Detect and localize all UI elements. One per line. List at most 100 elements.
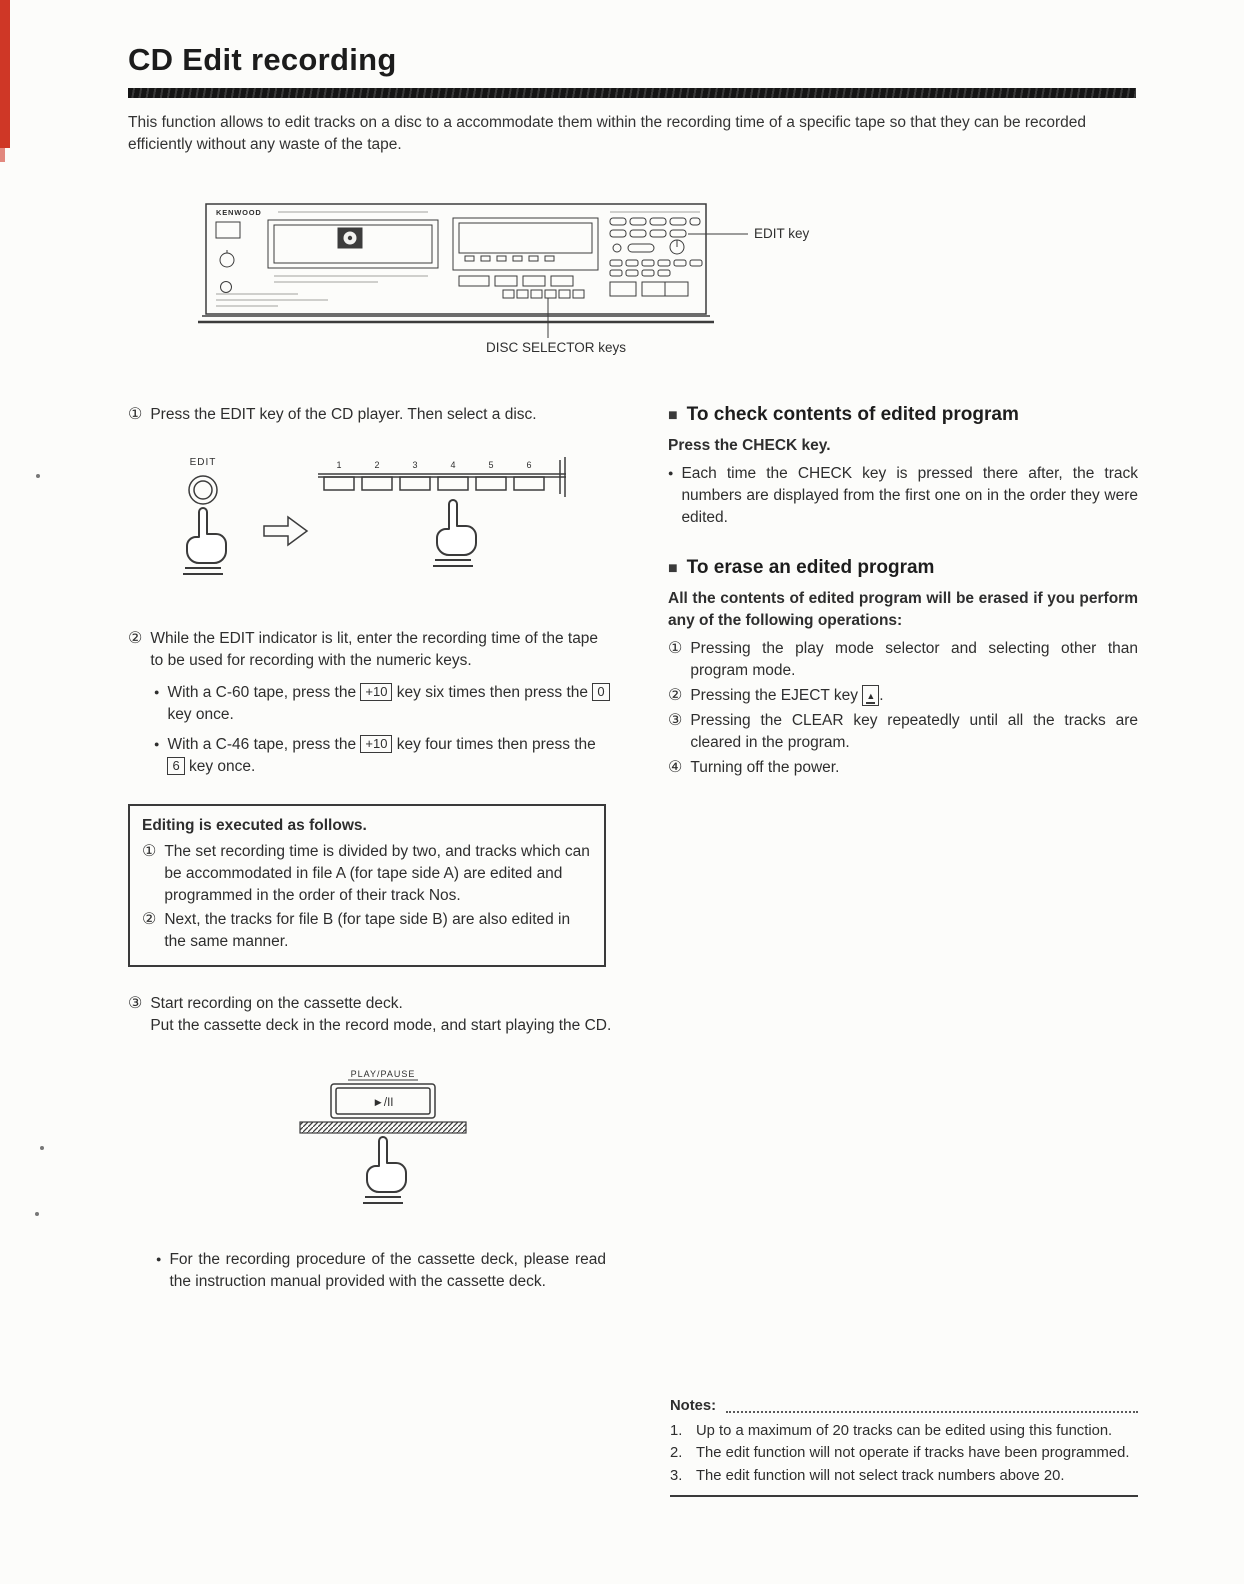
section-marker-icon: ■ [668, 559, 678, 577]
display-window [452, 217, 599, 271]
text-fragment: key four times then press the [392, 736, 596, 753]
note-item: 3. The edit function will not select tra… [670, 1466, 1138, 1487]
edit-button-label: EDIT [190, 457, 217, 468]
step-2: ② While the EDIT indicator is lit, enter… [128, 628, 614, 672]
disc-selector-keys [502, 289, 585, 299]
text-fragment: key once. [167, 706, 234, 723]
edit-key-illustration: EDIT [183, 457, 566, 575]
cd-player-front-panel-diagram: KENWOOD [198, 203, 810, 355]
note-text: Up to a maximum of 20 tracks can be edit… [696, 1422, 1113, 1439]
key-number-4: 4 [450, 460, 455, 470]
section-marker-icon: ■ [668, 407, 678, 424]
play-pause-symbol: ►/II [373, 1097, 394, 1109]
right-controls [609, 217, 703, 297]
heading-text: To check contents of edited program [686, 404, 1019, 425]
step-2-number: ② [128, 630, 143, 647]
left-column: ① Press the EDIT key of the CD player. T… [128, 404, 614, 1293]
disc-selector-callout-label: DISC SELECTOR keys [486, 340, 626, 355]
box-item-text: The set recording time is divided by two… [164, 843, 590, 904]
panel-outline [198, 203, 714, 324]
erase-item-text: Turning off the power. [690, 758, 840, 776]
hand-icon [363, 1136, 407, 1204]
erase-item: ① Pressing the play mode selector and se… [668, 638, 1138, 682]
notes-header: Notes: [670, 1396, 1138, 1417]
notes-bottom-rule [670, 1494, 1138, 1497]
text-fragment: . [879, 686, 884, 704]
bullet-icon: ● [668, 467, 674, 478]
page-title: CD Edit recording [128, 42, 397, 77]
erase-section-heading: ■ To erase an edited program [668, 555, 1138, 582]
title-rule [128, 88, 1136, 98]
step-2-bullets: ● With a C-60 tape, press the +10 key si… [154, 682, 614, 778]
text-fragment: Pressing the EJECT key [690, 686, 863, 704]
erase-item-number: ④ [668, 758, 683, 776]
scan-artifact-red-fade [0, 148, 5, 162]
step-3: ③ Start recording on the cassette deck. … [128, 993, 614, 1037]
footnote-text: For the recording procedure of the casse… [169, 1251, 606, 1290]
bullet-icon: ● [154, 739, 160, 749]
step-3-text: Start recording on the cassette deck. Pu… [150, 993, 614, 1037]
box-item-text: Next, the tracks for file B (for tape si… [164, 911, 571, 950]
erase-item-number: ① [668, 639, 683, 657]
text-fragment: With a C-60 tape, press the [167, 684, 361, 701]
note-text: The edit function will not select track … [696, 1468, 1065, 1485]
erase-item-text: Pressing the play mode selector and sele… [690, 639, 1138, 679]
box-item: ① The set recording time is divided by t… [142, 841, 592, 907]
edit-button [188, 475, 218, 505]
erase-intro: All the contents of edited program will … [668, 589, 1138, 629]
note-text: The edit function will not operate if tr… [696, 1445, 1130, 1462]
step-1: ① Press the EDIT key of the CD player. T… [128, 404, 614, 426]
play-pause-label: PLAY/PAUSE [351, 1069, 416, 1079]
note-number: 2. [670, 1445, 683, 1462]
erase-item: ② Pressing the EJECT key ▲. [668, 684, 1138, 707]
heading-text: To erase an edited program [686, 556, 935, 578]
erase-item: ④ Turning off the power. [668, 757, 1138, 779]
footnote: ● For the recording procedure of the cas… [156, 1249, 606, 1293]
arrow-icon [263, 515, 309, 547]
edit-key-callout-label: EDIT key [754, 226, 810, 241]
check-bullet-text: Each time the CHECK key is pressed there… [681, 464, 1138, 526]
erase-item-text: Pressing the EJECT key ▲. [690, 684, 1138, 707]
bullet-item: ● With a C-60 tape, press the +10 key si… [154, 682, 614, 726]
scan-speck [35, 1212, 39, 1216]
play-pause-illustration: PLAY/PAUSE ►/II [299, 1069, 467, 1204]
scan-artifact-red [0, 0, 10, 148]
box-title: Editing is executed as follows. [142, 817, 367, 834]
step-1-number: ① [128, 406, 143, 423]
bullet-icon: ● [154, 687, 160, 697]
scan-speck [36, 474, 40, 478]
note-item: 1. Up to a maximum of 20 tracks can be e… [670, 1421, 1138, 1442]
fine-print-lines [216, 211, 700, 307]
key-number-2: 2 [374, 460, 379, 470]
box-item: ② Next, the tracks for file B (for tape … [142, 909, 592, 953]
key-number-3: 3 [412, 460, 417, 470]
key-number-1: 1 [336, 460, 341, 470]
box-item-number: ① [142, 843, 157, 860]
erase-item-number: ③ [668, 711, 683, 729]
hand-icon [183, 507, 227, 575]
text-fragment: key once. [184, 758, 256, 775]
text-fragment: key six times then press the [392, 684, 593, 701]
step-2-text: While the EDIT indicator is lit, enter t… [150, 630, 599, 669]
notes-rule [726, 1410, 1138, 1413]
erase-item: ③ Pressing the CLEAR key repeatedly unti… [668, 710, 1138, 754]
play-pause-button [330, 1083, 436, 1119]
scan-speck [40, 1146, 44, 1150]
brand-label: KENWOOD [216, 208, 262, 217]
note-item: 2. The edit function will not operate if… [670, 1443, 1138, 1464]
erase-item-number: ② [668, 686, 683, 704]
note-number: 3. [670, 1468, 683, 1485]
note-number: 1. [670, 1422, 683, 1439]
plus10-key: +10 [360, 735, 393, 754]
notes-section: Notes: 1. Up to a maximum of 20 tracks c… [670, 1396, 1138, 1497]
erase-items: ① Pressing the play mode selector and se… [668, 638, 1138, 779]
disc-tray [267, 219, 439, 269]
right-column: ■ To check contents of edited program Pr… [668, 402, 1138, 779]
hand-icon [433, 499, 477, 567]
eject-triangle: ▲ [866, 691, 876, 704]
notes-title: Notes: [670, 1398, 717, 1414]
step-1-text: Press the EDIT key of the CD player. The… [150, 406, 537, 423]
step-3-line-2: Put the cassette deck in the record mode… [150, 1017, 612, 1034]
erase-item-text: Pressing the CLEAR key repeatedly until … [690, 711, 1138, 751]
